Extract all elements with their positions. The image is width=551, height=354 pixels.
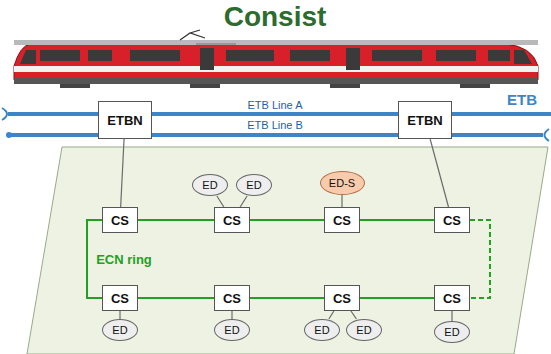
node-label: ED [314,324,329,336]
node-label: CS [333,213,351,228]
switch-box: CS [214,285,250,311]
network-link [120,311,121,319]
etb-lines [2,108,551,141]
node-label: ETBN [107,113,142,128]
node-label: ED [112,324,127,336]
switch-box: CS [324,207,360,233]
node-label: CS [333,291,351,306]
network-link [351,311,357,319]
device-ellipse: ED [214,319,250,341]
switch-box: CS [324,285,360,311]
node-label: ETBN [407,113,442,128]
device-ellipse: ED [192,174,228,196]
device-ellipse: ED [346,319,382,341]
node-label: CS [223,291,241,306]
switch-box: CS [434,207,470,233]
node-label: ED-S [329,177,355,189]
device-ellipse: ED-S [320,171,365,195]
network-link [360,220,434,221]
bus-line-label: ETB Line A [247,99,302,111]
network-link [217,196,224,207]
network-link [138,220,214,221]
node-label: CS [223,213,241,228]
node-label: CS [443,291,461,306]
network-link [360,298,434,299]
train-illustration [14,30,538,88]
node-label: ED [224,324,239,336]
device-ellipse: ED [102,319,138,341]
switch-box: ETBN [398,101,452,139]
ring-label: ECN ring [96,252,152,267]
switch-box: CS [214,207,250,233]
node-label: ED [246,179,261,191]
node-label: CS [111,291,129,306]
network-link [240,196,247,207]
switch-box: ETBN [98,101,152,139]
node-label: ED [356,324,371,336]
switch-box: CS [102,285,138,311]
node-label: CS [111,213,129,228]
network-link [430,139,448,207]
network-link [250,220,324,221]
device-ellipse: ED [304,319,340,341]
node-label: ED [202,179,217,191]
network-link [250,298,324,299]
bus-name: ETB [507,91,537,108]
network-link [232,311,233,319]
device-ellipse: ED [236,174,272,196]
node-label: ED [444,326,459,338]
network-link [470,220,490,298]
node-label: CS [443,213,461,228]
network-link [121,139,124,207]
device-ellipse: ED [434,321,470,343]
bus-line-label: ETB Line B [244,119,306,131]
network-panel [27,147,548,354]
switch-box: CS [434,285,470,311]
network-link [138,298,214,299]
switch-box: CS [102,207,138,233]
network-link [329,311,334,319]
diagram-title: Consist [224,1,327,33]
network-link [342,195,343,207]
network-link [452,311,453,321]
